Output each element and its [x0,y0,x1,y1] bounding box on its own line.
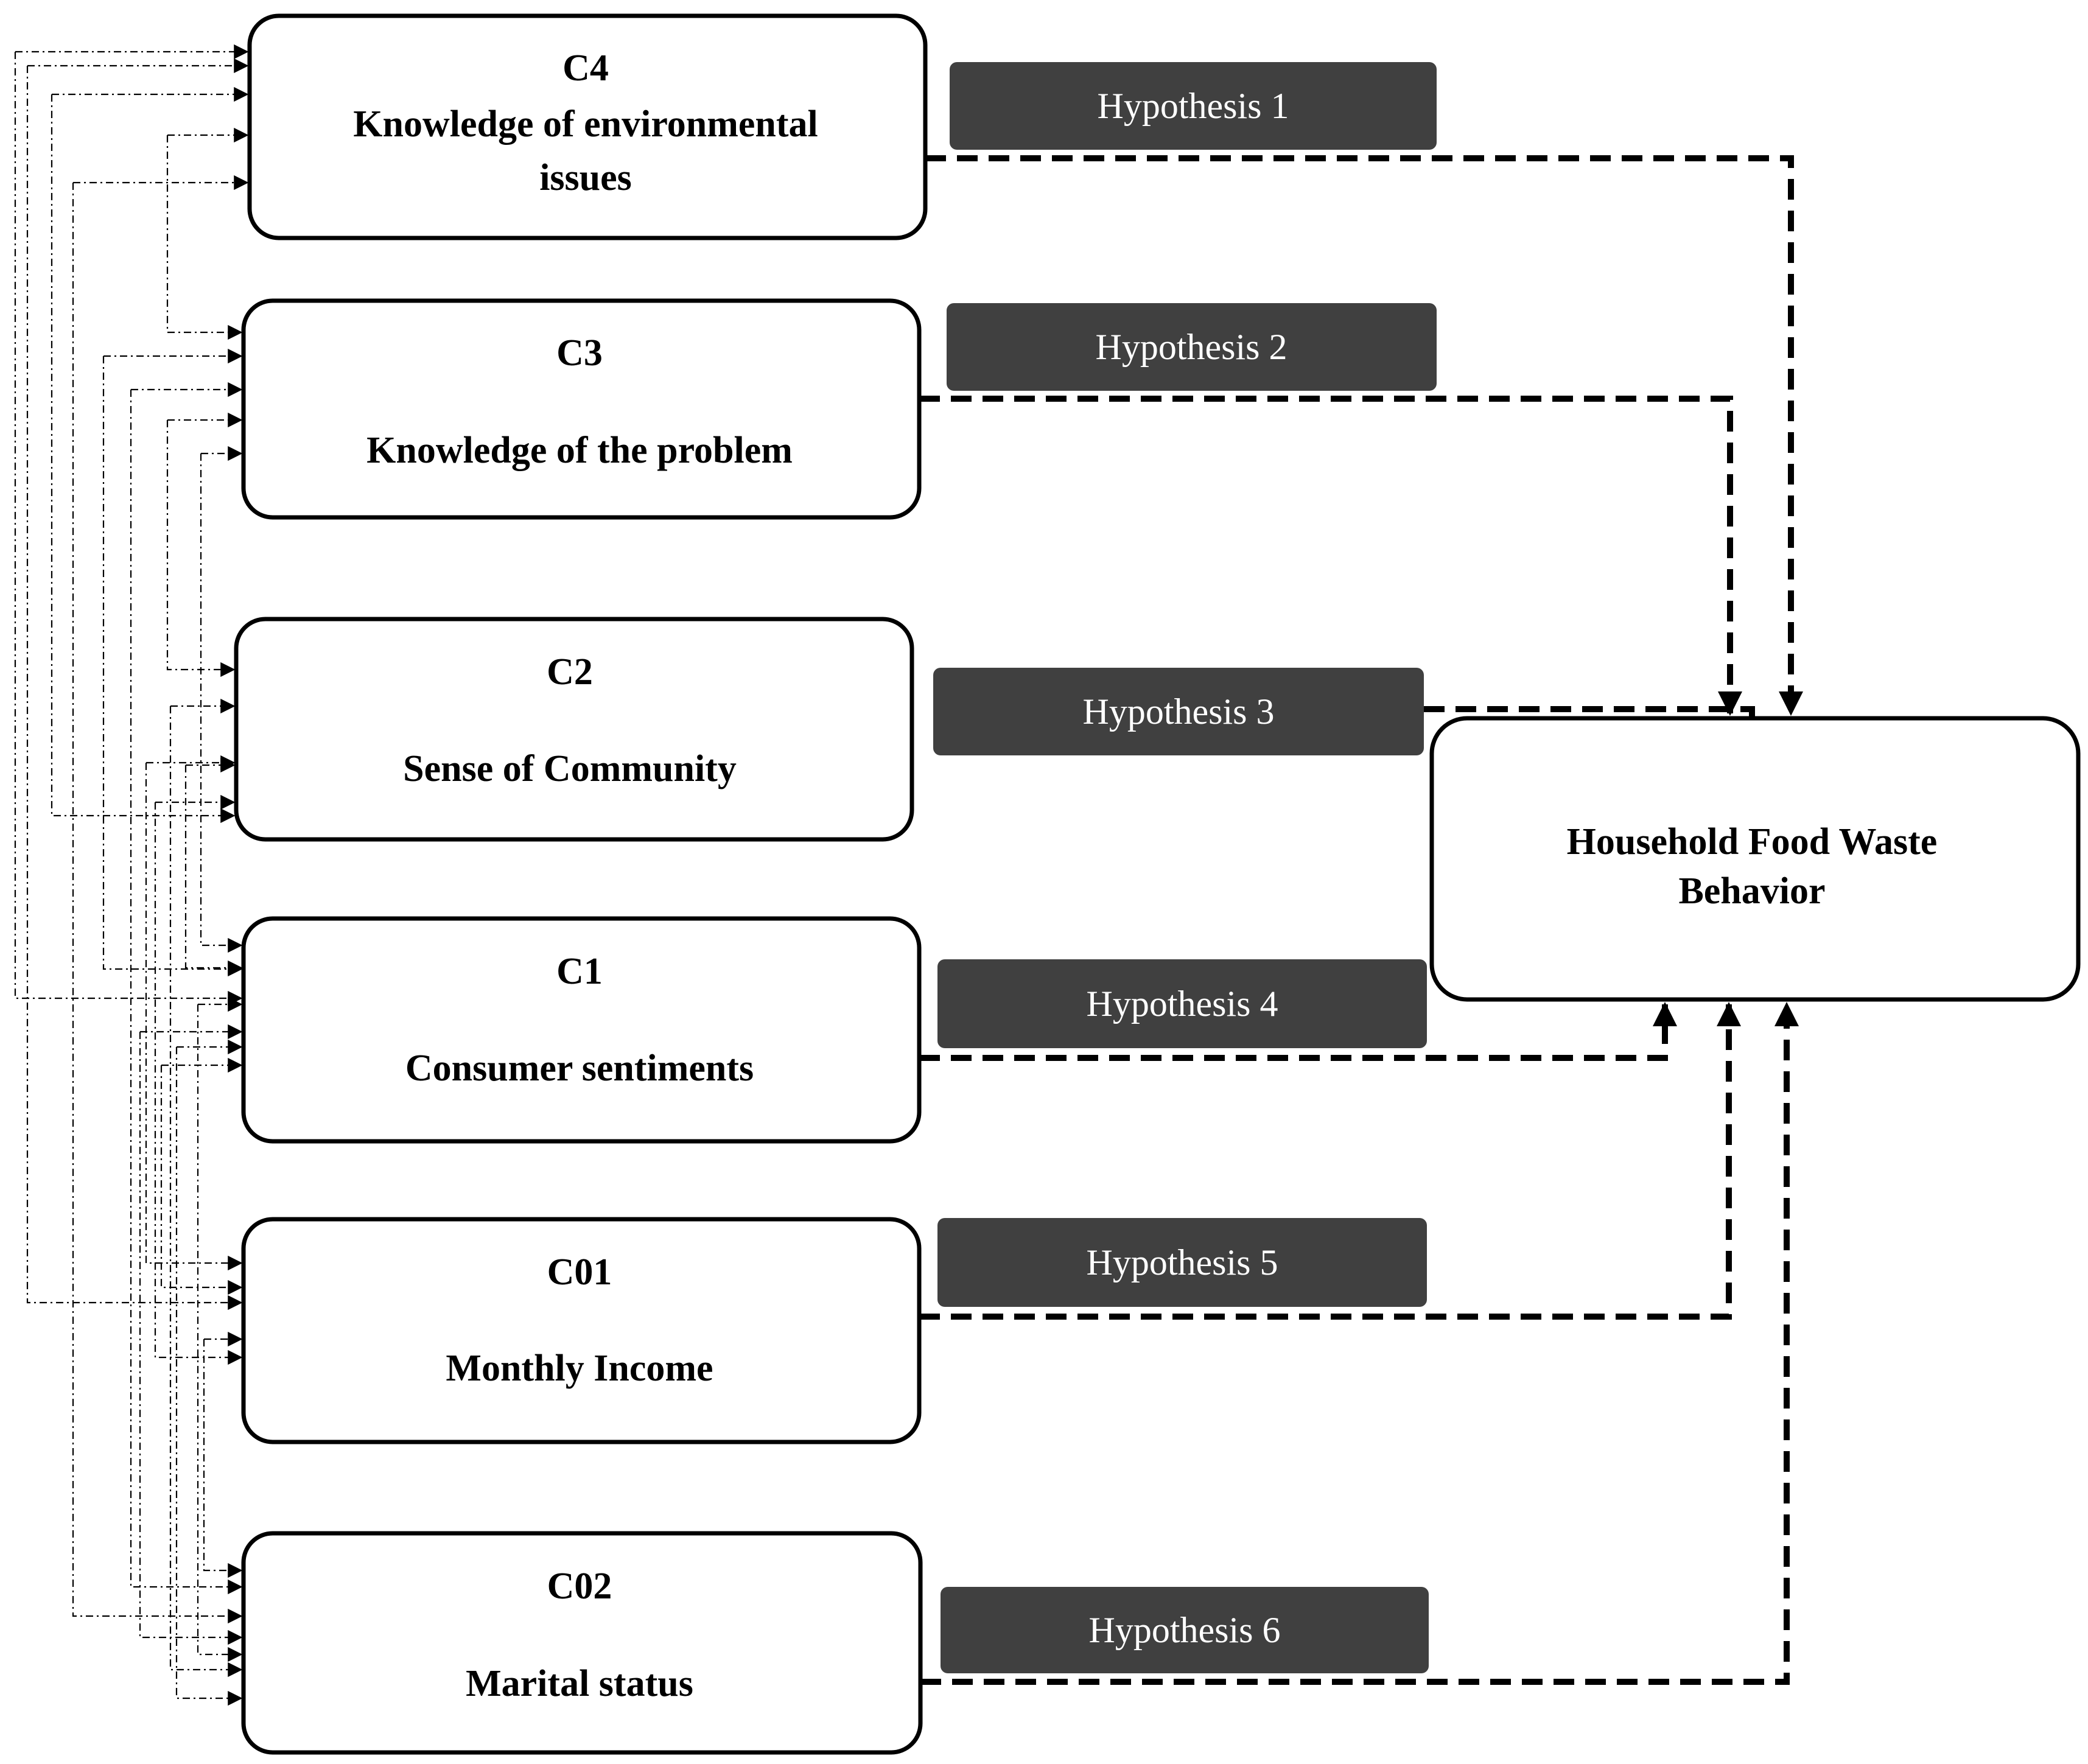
hypothesis-path-5 [919,1002,1741,1320]
hypothesis-label-3: Hypothesis 3 [933,668,1424,755]
hypothesis-label-4: Hypothesis 4 [937,959,1427,1048]
hypothesis-path-4 [919,1002,1677,1061]
hypothesis-label-5: Hypothesis 5 [937,1218,1427,1307]
svg-text:Hypothesis 1: Hypothesis 1 [1098,86,1289,126]
correlation-connector-14-b [197,1004,243,1662]
correlation-connector-10-b [169,706,243,1678]
construct-code: C02 [547,1566,612,1607]
construct-box-c2: C2 Sense of Community [234,617,914,842]
construct-code: C01 [547,1251,612,1293]
construct-label: Monthly Income [446,1348,713,1389]
construct-code: C4 [562,47,609,89]
construct-box-c4: C4 Knowledge of environmental issues [247,13,928,240]
construct-code: C1 [556,951,603,992]
hypothesis-paths [919,155,1803,1685]
correlation-connector-12-b [145,763,243,1271]
construct-label: Sense of Community [403,748,737,789]
correlation-connector-8-b [166,420,236,677]
svg-text:Hypothesis 3: Hypothesis 3 [1083,691,1275,732]
construct-label: Knowledge of the problem [366,430,793,471]
correlation-connector-6-b [102,356,243,977]
svg-text:Hypothesis 2: Hypothesis 2 [1096,327,1287,367]
correlation-connector-16-b [160,1065,243,1295]
construct-box-c3: C3 Knowledge of the problem [241,298,922,520]
svg-text:Hypothesis 5: Hypothesis 5 [1087,1242,1278,1283]
correlation-connector-11-b [184,765,243,976]
svg-text:Hypothesis 4: Hypothesis 4 [1087,984,1278,1024]
outcome-box: Household Food Waste Behavior [1429,716,2081,1002]
construct-label: Consumer sentiments [405,1048,754,1089]
correlation-connector-1-b [14,52,243,1006]
svg-text:Hypothesis 6: Hypothesis 6 [1089,1610,1281,1650]
outcome-label: Household Food Waste [1567,821,1938,863]
correlation-connector-15-b [139,1032,243,1645]
correlation-connector-17-b [175,1047,243,1706]
construct-label: issues [539,157,632,198]
correlation-connector-13-b [154,802,243,1365]
hypothesis-path-1 [925,155,1803,716]
correlation-connector-3-b [51,94,236,824]
hypothesis-path-2 [919,396,1742,716]
construct-label: Marital status [466,1663,693,1704]
correlation-connector-5-b [166,135,243,340]
construct-code: C3 [556,332,603,374]
hypothesis-path-6 [920,1002,1799,1685]
hypothesis-path-3 [1424,706,1764,782]
construct-label: Knowledge of environmental [353,103,818,145]
hypothesis-label-1: Hypothesis 1 [950,62,1437,150]
correlation-connector-2-b [26,66,243,1311]
construct-box-c02: C02 Marital status [241,1531,923,1755]
hypothesis-label-6: Hypothesis 6 [941,1587,1429,1673]
construct-box-c1: C1 Consumer sentiments [241,916,922,1144]
hypothesis-label-2: Hypothesis 2 [947,303,1437,391]
outcome-label: Behavior [1678,870,1825,912]
correlation-connectors [14,44,249,1706]
construct-code: C2 [547,651,593,693]
correlation-connector-4-b [72,183,243,1624]
construct-box-c01: C01 Monthly Income [241,1217,922,1444]
correlation-connector-18-b [203,1339,243,1578]
correlation-connector-7-b [130,390,243,1595]
